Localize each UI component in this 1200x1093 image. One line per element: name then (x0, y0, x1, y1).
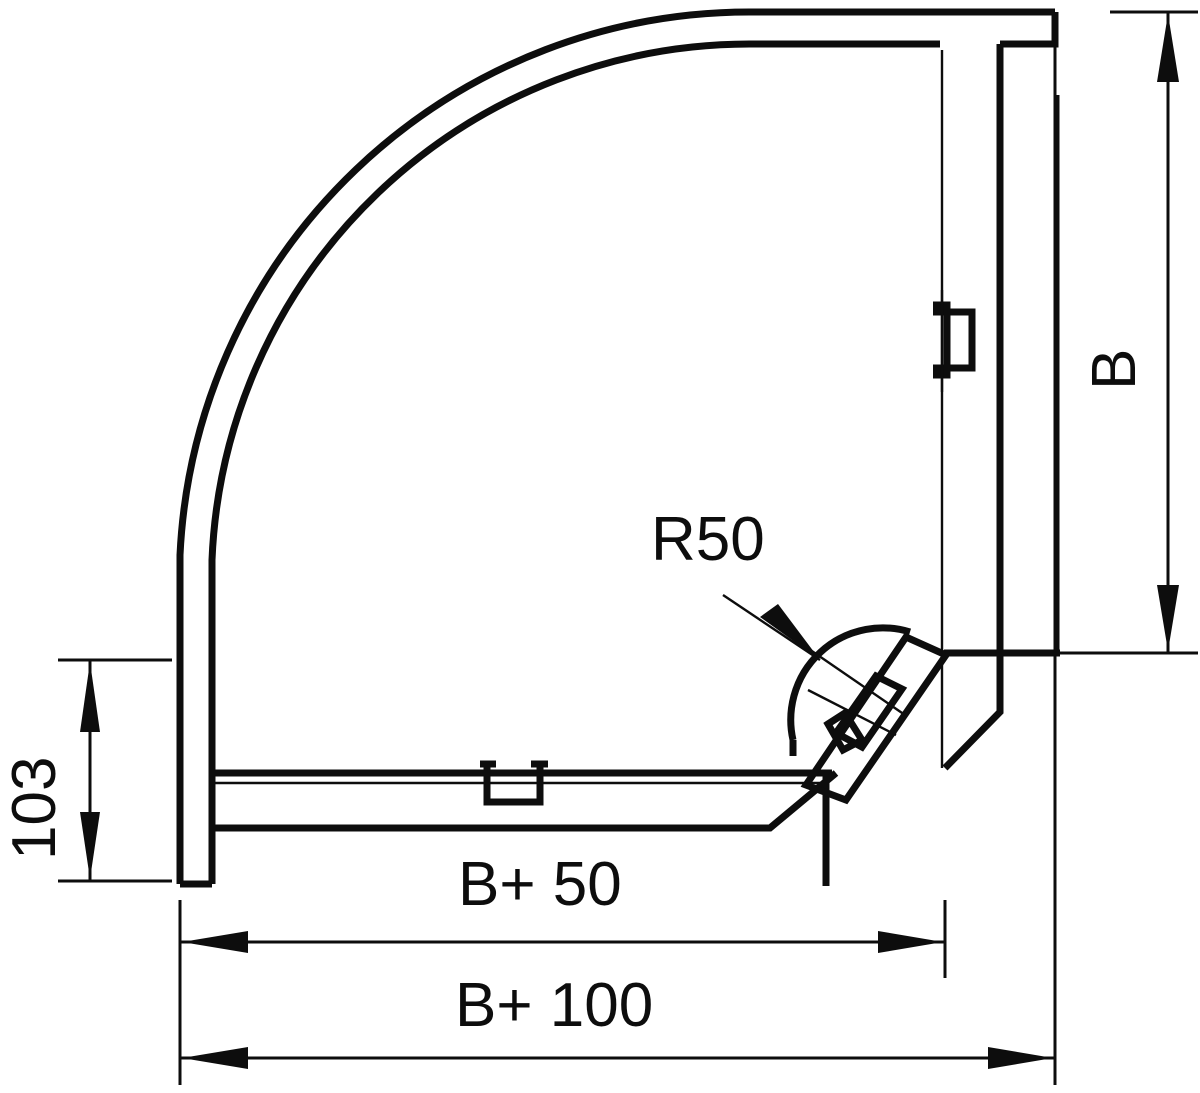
right-side-wall-outer (942, 44, 1004, 771)
d-clip-tabs (933, 301, 951, 379)
r50-arc (787, 624, 912, 741)
dim-b50-label: B+ 50 (458, 850, 622, 919)
dim-b100-arrow-right (988, 1047, 1053, 1069)
r50-leader-line (722, 594, 821, 661)
dim-103-arrow-top (80, 662, 100, 732)
u-clip-body (483, 764, 544, 806)
dim-103-arrow-bottom (80, 812, 100, 879)
corner-connector-detail (787, 624, 1060, 805)
dim-b-arrow-bottom (1157, 585, 1179, 651)
outer-bend-arc-outer (176, 8, 1055, 600)
dim-b50-arrow-right (878, 931, 943, 953)
outer-bend-arc-inner (208, 40, 940, 600)
dimension-b-plus-50: B+ 50 (178, 850, 947, 1085)
corner-bracket-tab (823, 708, 867, 755)
d-clip-body (933, 308, 976, 372)
dim-b100-label: B+ 100 (455, 971, 653, 1040)
dim-103-label: 103 (0, 757, 69, 860)
r50-leader-arrowhead (760, 604, 820, 660)
d-clip-icon (933, 290, 976, 392)
dim-b100-arrow-left (182, 1047, 248, 1069)
dimension-b-plus-100: B+ 100 (180, 12, 1057, 1085)
r50-dimension: R50 (651, 505, 821, 661)
u-clip-icon (480, 760, 548, 806)
dim-b50-arrow-left (182, 931, 248, 953)
corner-leader-b (807, 688, 897, 737)
dim-b-label: B (1080, 349, 1149, 390)
dimension-b: B (1056, 10, 1198, 655)
dim-b-arrow-top (1157, 14, 1179, 82)
r50-label: R50 (651, 505, 765, 574)
dimension-103: 103 (0, 658, 172, 883)
